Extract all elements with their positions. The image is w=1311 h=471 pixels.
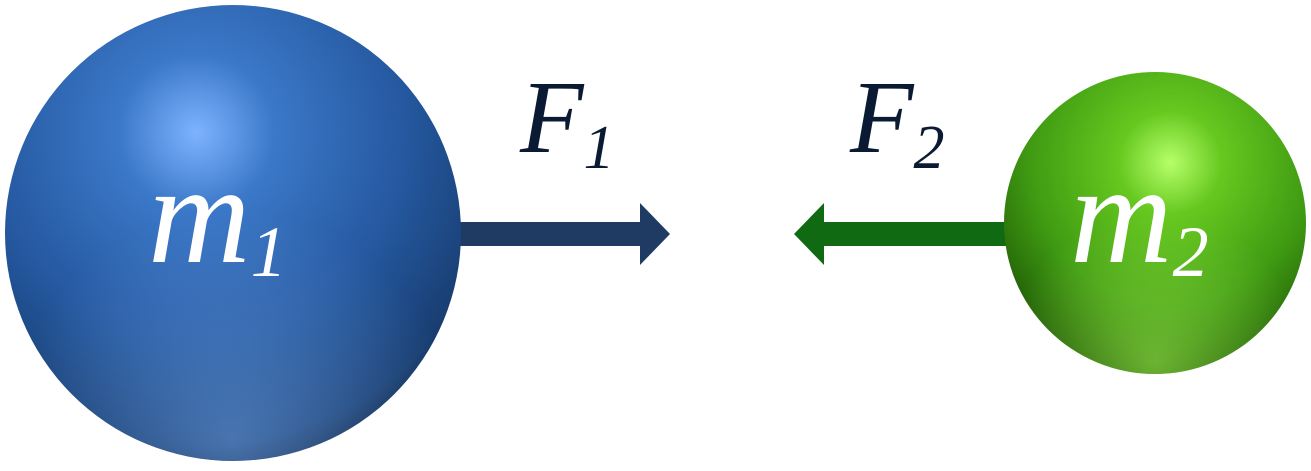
mass2-label: m2 xyxy=(1070,135,1209,293)
force2-arrow xyxy=(794,203,1010,265)
mass1-sphere xyxy=(5,5,461,461)
force1-arrow xyxy=(455,203,670,265)
mass1-symbol: m xyxy=(148,135,251,293)
force2-label: F2 xyxy=(849,60,945,182)
force1-symbol: F xyxy=(519,60,585,175)
force2-symbol: F xyxy=(849,60,915,175)
force1-label: F1 xyxy=(519,60,615,182)
mass2-symbol: m xyxy=(1070,135,1173,293)
mass2-subscript: 2 xyxy=(1173,212,1209,292)
mass1-label: m1 xyxy=(148,135,287,293)
mass1-subscript: 1 xyxy=(251,212,287,292)
force2-subscript: 2 xyxy=(914,114,945,182)
mass2-sphere xyxy=(1004,72,1306,374)
force1-subscript: 1 xyxy=(584,114,615,182)
